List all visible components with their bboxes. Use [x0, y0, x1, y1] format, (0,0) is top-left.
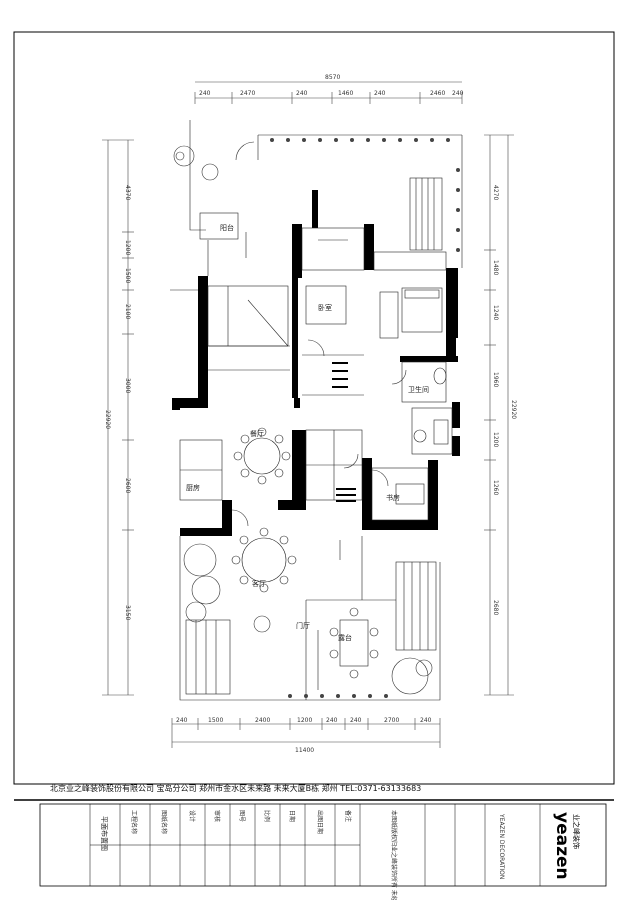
right-dim-1: 4270	[492, 185, 499, 200]
left-dim-3: 1500	[124, 268, 131, 283]
right-dim-5: 1200	[492, 432, 499, 447]
room-label-bedroom: 卧室	[318, 303, 332, 312]
bottom-dim-6: 240	[350, 717, 362, 724]
bottom-dimension-chain	[171, 718, 441, 748]
company-address-line: 北京业之峰装饰股份有限公司 宝岛分公司 郑州市金水区未来路 未来大厦B栋 郑州 …	[50, 783, 421, 793]
left-dim-7: 3150	[124, 605, 131, 620]
walls	[172, 190, 460, 536]
terrace-table	[329, 607, 379, 679]
bottom-dim-4: 1200	[297, 717, 312, 724]
top-dim-5: 240	[374, 90, 386, 97]
room-label-bath: 卫生间	[408, 385, 429, 394]
dining-set-lower	[231, 527, 297, 593]
brand-logo: yeazen	[552, 812, 572, 880]
top-dim-3: 240	[296, 90, 308, 97]
right-dim-2: 1480	[492, 260, 499, 275]
left-dim-2: 1200	[124, 240, 131, 255]
cell-project-name: 工程名称	[130, 810, 138, 834]
bath-fixtures	[413, 367, 449, 445]
cell-drawing-name: 图纸名称	[160, 810, 168, 834]
planting	[173, 145, 433, 695]
left-dimension-chain	[102, 139, 134, 696]
top-dim-7: 240	[452, 90, 464, 97]
top-dim-1: 240	[199, 90, 211, 97]
bottom-dim-3: 2400	[255, 717, 270, 724]
bottom-overall-dimension: 11400	[295, 747, 314, 754]
right-overall-dimension: 22920	[510, 400, 517, 419]
dining-set-upper	[233, 427, 291, 485]
right-dim-7: 2680	[492, 600, 499, 615]
cell-remarks: 备注	[344, 810, 352, 822]
cell-date: 日期	[288, 810, 296, 822]
bottom-dim-8: 240	[420, 717, 432, 724]
top-dim-4: 1460	[338, 90, 353, 97]
top-dim-2: 2470	[240, 90, 255, 97]
title-block-grid	[89, 804, 541, 886]
room-label-entry: 门厅	[296, 621, 310, 630]
room-label-dining: 餐厅	[250, 429, 264, 438]
room-label-kitchen: 厨房	[186, 483, 200, 492]
top-dim-6: 2460	[430, 90, 445, 97]
top-dimension-chain	[194, 81, 463, 104]
left-dim-6: 2600	[124, 478, 131, 493]
brand-logo-sub: 业之峰装饰	[572, 814, 581, 849]
room-label-balcony: 阳台	[220, 223, 234, 232]
room-label-terrace: 露台	[338, 633, 352, 642]
bottom-dim-5: 240	[326, 717, 338, 724]
cell-issue-date: 出图日期	[316, 810, 324, 834]
right-dim-4: 1960	[492, 372, 499, 387]
bottom-dim-7: 2700	[384, 717, 399, 724]
bottom-dim-2: 1500	[208, 717, 223, 724]
room-label-living: 客厅	[252, 579, 266, 588]
drawing-border	[13, 31, 615, 785]
cell-scale: 比例	[263, 810, 271, 822]
title-block-frame	[39, 803, 607, 887]
hall-stair	[332, 362, 356, 502]
room-label-study: 书房	[386, 493, 400, 502]
door-swings	[231, 141, 407, 527]
drawing-name: 平面布置图	[100, 816, 109, 851]
brand-tagline: YEAZEN DECORATION	[498, 813, 505, 879]
left-dim-1: 4370	[124, 185, 131, 200]
cell-designer: 设计	[188, 810, 196, 822]
left-overall-dimension: 22920	[104, 410, 111, 429]
right-dim-6: 1260	[492, 480, 499, 495]
copyright-notes: 本图纸版权归业之峰装饰所有 未经许可不得复制	[390, 810, 398, 900]
bottom-dim-1: 240	[176, 717, 188, 724]
right-dim-3: 1240	[492, 305, 499, 320]
left-dim-4: 2100	[124, 304, 131, 319]
interior-lines	[170, 120, 463, 701]
cell-reviewer: 审核	[213, 810, 221, 822]
left-dim-5: 3000	[124, 378, 131, 393]
hedge-top	[270, 138, 460, 698]
top-overall-dimension: 8570	[325, 74, 340, 81]
cell-drawing-number: 图号	[238, 810, 245, 822]
right-dimension-chain	[484, 134, 514, 696]
